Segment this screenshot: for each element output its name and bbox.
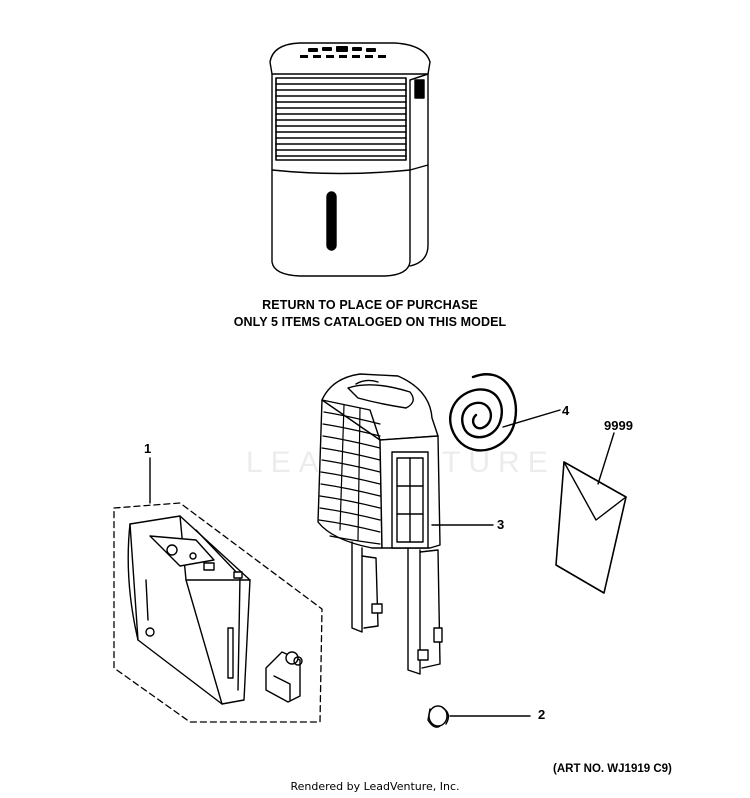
part-2-knob [427,705,531,728]
dehumidifier-illustration [269,42,431,277]
part-9999-literature [555,432,627,594]
art-number: (ART NO. WJ1919 C9) [553,763,672,775]
callout-part-1[interactable]: 1 [144,441,152,456]
part-4-spiral [448,373,561,452]
callout-part-9999[interactable]: 9999 [604,418,633,433]
callout-part-3[interactable]: 3 [497,517,505,532]
front-grille [275,77,407,161]
return-notice-line2: ONLY 5 ITEMS CATALOGED ON THIS MODEL [233,315,507,329]
part-1-bucket-assembly [113,457,323,723]
return-notice-line1: RETURN TO PLACE OF PURCHASE [262,298,478,312]
callout-part-4[interactable]: 4 [562,403,570,418]
footer-credit: Rendered by LeadVenture, Inc. [290,780,460,793]
callout-part-2[interactable]: 2 [538,707,546,722]
part-3-front-panel [317,373,494,675]
louvre-fins [318,404,381,545]
control-panel-buttons [300,46,386,58]
